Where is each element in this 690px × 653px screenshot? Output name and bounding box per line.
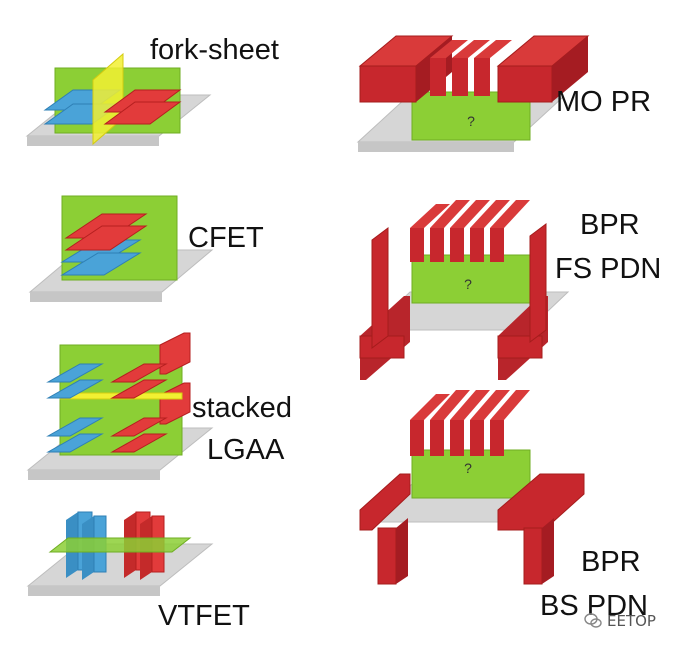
- watermark-text: EETOP: [607, 612, 656, 630]
- nmos-fins: [46, 363, 104, 453]
- unknown-mark: ?: [464, 460, 472, 476]
- vtfet-device: [26, 511, 214, 596]
- gate-fins: [410, 390, 530, 456]
- fork-sheet-device: [25, 52, 212, 146]
- unknown-mark: ?: [464, 276, 472, 292]
- substrate-edge: [28, 470, 160, 480]
- nmos-nanosheets: [60, 239, 142, 276]
- bpr-bs-pdn-device: ?: [359, 390, 585, 585]
- label-cfet: CFET: [188, 222, 264, 254]
- bpr-fs-pdn-device: ?: [359, 200, 570, 380]
- gate-plate: [48, 537, 192, 553]
- mo-pr-device: ?: [356, 35, 590, 152]
- watermark: EETOP: [584, 612, 656, 630]
- gate-block: [411, 449, 531, 499]
- label-bpr-fs-1: BPR: [580, 209, 640, 241]
- wechat-icon: [584, 613, 602, 628]
- label-bpr-bs-1: BPR: [581, 546, 641, 578]
- backside-power-rails: [359, 473, 585, 585]
- substrate-edge: [30, 292, 162, 302]
- label-mo-pr: MO PR: [556, 86, 652, 118]
- stacked-lgaa-device: [26, 332, 214, 480]
- metal-power-rails: [358, 35, 590, 103]
- buried-power-rails: [359, 223, 548, 380]
- label-fork-sheet: fork-sheet: [150, 34, 279, 66]
- substrate-edge: [358, 142, 514, 152]
- label-fs-pdn: FS PDN: [555, 253, 662, 285]
- label-vtfet: VTFET: [158, 600, 250, 632]
- label-stacked: stacked: [192, 392, 292, 424]
- gate-block: [411, 254, 531, 304]
- cfet-device: [28, 195, 214, 302]
- substrate-edge: [28, 586, 160, 596]
- pmos-fins: [110, 363, 168, 453]
- unknown-mark: ?: [467, 113, 475, 129]
- label-lgaa: LGAA: [207, 434, 285, 466]
- label-bs-pdn: BS PDN: [540, 590, 648, 622]
- red-fin-back-top: [159, 332, 191, 375]
- gate-fins: [410, 200, 530, 262]
- pmos-nanosheets: [103, 89, 182, 125]
- pmos-nanosheets: [64, 213, 148, 251]
